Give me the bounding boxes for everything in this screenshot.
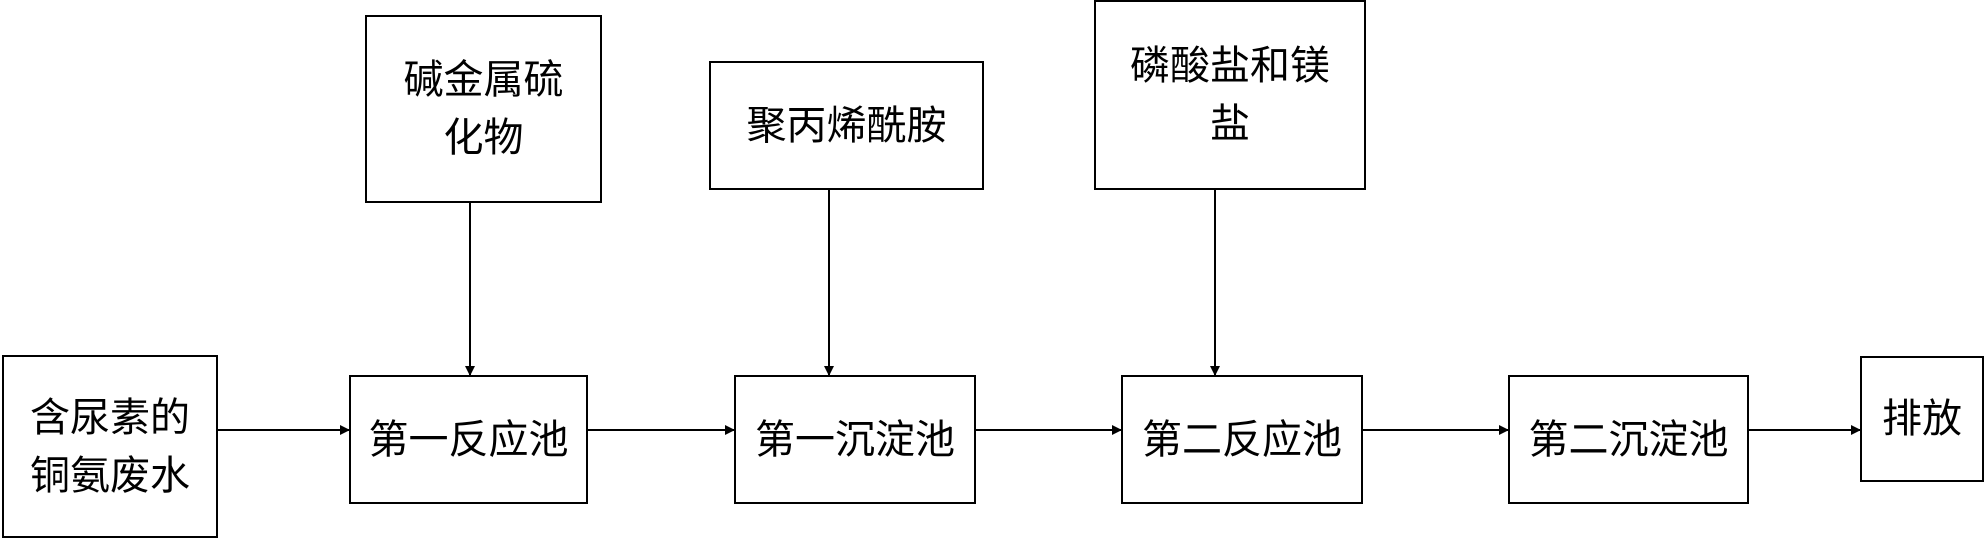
settling-tank-2-label: 第二沉淀池 <box>1528 416 1729 463</box>
reagent-phosphate-magnesium-box: 磷酸盐和镁 盐 <box>1094 0 1366 190</box>
discharge-label: 排放 <box>1882 396 1962 442</box>
reagent-polyacrylamide-box: 聚丙烯酰胺 <box>709 61 984 190</box>
discharge-box: 排放 <box>1860 356 1984 482</box>
reaction-tank-2-label: 第二反应池 <box>1142 416 1342 463</box>
reagent-alkali-metal-sulfide-label: 碱金属硫 化物 <box>403 57 564 161</box>
reaction-tank-1-label: 第一反应池 <box>368 416 569 463</box>
input-wastewater-label: 含尿素的 铜氨废水 <box>30 394 190 499</box>
reaction-tank-2-box: 第二反应池 <box>1121 375 1363 504</box>
settling-tank-1-label: 第一沉淀池 <box>755 416 955 463</box>
settling-tank-2-box: 第二沉淀池 <box>1508 375 1749 504</box>
reaction-tank-1-box: 第一反应池 <box>349 375 588 504</box>
reagent-polyacrylamide-label: 聚丙烯酰胺 <box>746 102 947 149</box>
input-wastewater-box: 含尿素的 铜氨废水 <box>2 355 218 538</box>
settling-tank-1-box: 第一沉淀池 <box>734 375 976 504</box>
reagent-alkali-metal-sulfide-box: 碱金属硫 化物 <box>365 15 602 203</box>
reagent-phosphate-magnesium-label: 磷酸盐和镁 盐 <box>1130 43 1330 147</box>
